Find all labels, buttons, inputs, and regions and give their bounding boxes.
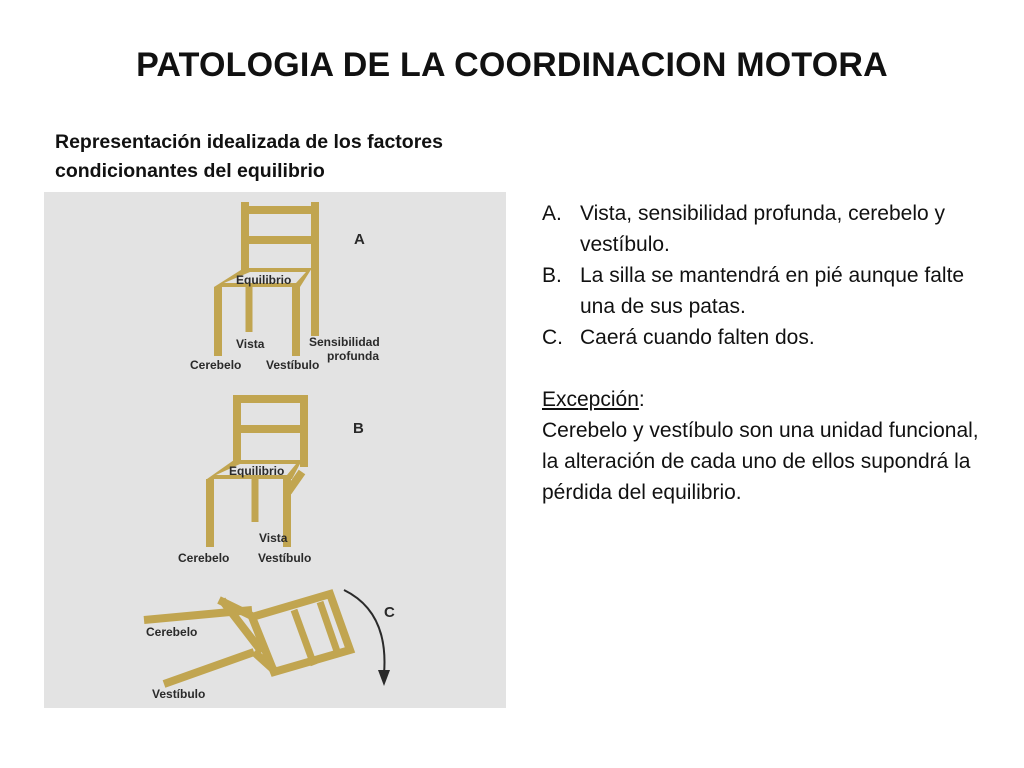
chair-b-label-vista: Vista: [259, 531, 288, 545]
chair-b-label-equilibrio: Equilibrio: [229, 464, 284, 478]
chair-c-label-cerebelo: Cerebelo: [146, 625, 197, 639]
explanation-text: A. Vista, sensibilidad profunda, cerebel…: [542, 198, 982, 508]
exception-title: Excepción:: [542, 384, 982, 415]
list-item: C. Caerá cuando falten dos.: [542, 322, 982, 353]
slide-title: PATOLOGIA DE LA COORDINACION MOTORA: [0, 46, 1024, 85]
chair-b-letter: B: [353, 420, 364, 437]
fall-arrowhead-icon: [378, 670, 390, 686]
figure-caption: Representación idealizada de los factore…: [55, 128, 505, 186]
list-marker: A.: [542, 198, 580, 260]
chair-a-label-cerebelo: Cerebelo: [190, 358, 241, 372]
list-item-text: Vista, sensibilidad profunda, cerebelo y…: [580, 198, 982, 260]
fall-arrow-icon: [344, 590, 385, 674]
chair-c: [144, 594, 350, 684]
chair-a-letter: A: [354, 231, 365, 248]
chair-c-label-vestibulo: Vestíbulo: [152, 687, 205, 701]
list-item: A. Vista, sensibilidad profunda, cerebel…: [542, 198, 982, 260]
exception-body: Cerebelo y vestíbulo son una unidad func…: [542, 415, 982, 508]
factor-list: A. Vista, sensibilidad profunda, cerebel…: [542, 198, 982, 353]
chair-a-label-sensibilidad-2: profunda: [327, 349, 379, 363]
chair-a-label-equilibrio: Equilibrio: [236, 273, 291, 287]
list-marker: B.: [542, 260, 580, 322]
chair-diagrams-svg: Equilibrio Vista Sensibilidad profunda C…: [44, 192, 506, 708]
chair-illustration: Equilibrio Vista Sensibilidad profunda C…: [44, 192, 506, 708]
list-item: B. La silla se mantendrá en pié aunque f…: [542, 260, 982, 322]
chair-a-label-vestibulo: Vestíbulo: [266, 358, 319, 372]
chair-a-label-sensibilidad-1: Sensibilidad: [309, 335, 380, 349]
chair-b-label-cerebelo: Cerebelo: [178, 551, 229, 565]
exception-colon: :: [639, 388, 645, 411]
list-marker: C.: [542, 322, 580, 353]
list-item-text: La silla se mantendrá en pié aunque falt…: [580, 260, 982, 322]
chair-b-label-vestibulo: Vestíbulo: [258, 551, 311, 565]
chair-a-label-vista: Vista: [236, 337, 265, 351]
list-item-text: Caerá cuando falten dos.: [580, 322, 982, 353]
chair-c-letter: C: [384, 604, 395, 621]
exception-heading: Excepción: [542, 388, 639, 411]
